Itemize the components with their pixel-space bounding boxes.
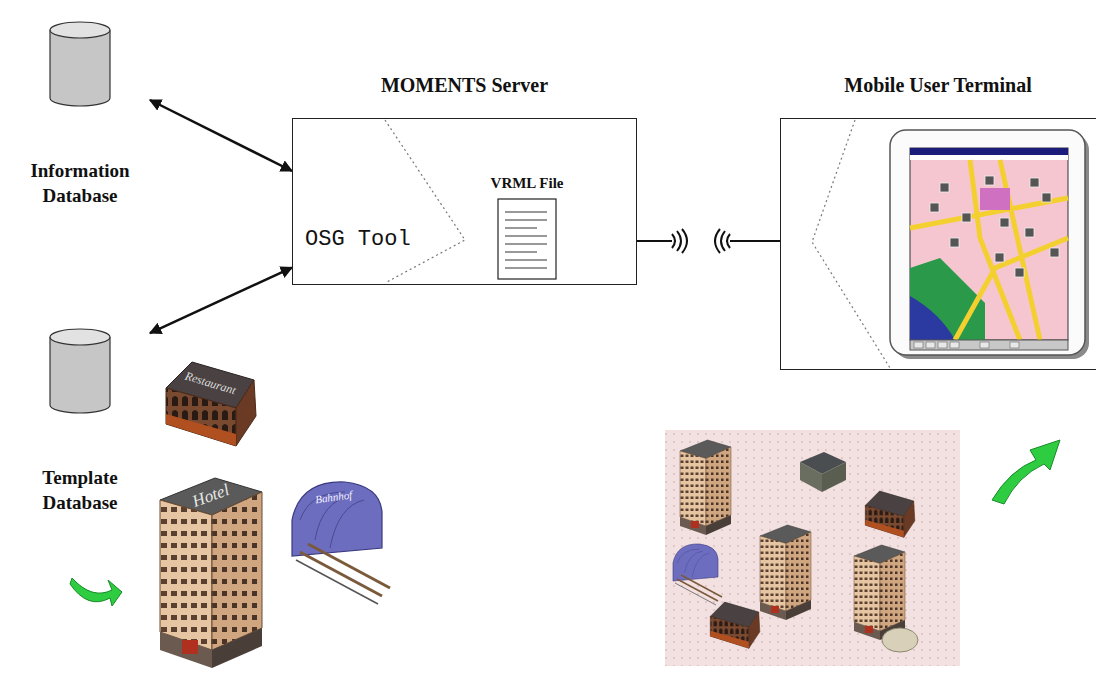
- document-icon: [505, 252, 537, 253]
- handheld-device: [950, 342, 959, 348]
- scene-preview: [822, 462, 846, 492]
- database-cylinder: [10, 325, 150, 417]
- data-arrow: [150, 100, 292, 171]
- template-building: [160, 478, 262, 668]
- handheld-device: [914, 342, 923, 348]
- terminal-box: Mobile User Terminal: [780, 72, 1096, 370]
- green-arrow: [992, 440, 1060, 504]
- handheld-device: [1042, 193, 1051, 202]
- database-cylinder: [10, 18, 150, 110]
- handheld-device: [910, 148, 1068, 340]
- wireless-symbol: [664, 240, 672, 242]
- handheld-device: [995, 253, 1004, 262]
- handheld-device: [1030, 178, 1039, 187]
- scene-preview: [665, 430, 960, 666]
- template-building: [166, 362, 256, 446]
- green-arrow: [70, 578, 122, 606]
- handheld-device: [926, 342, 935, 348]
- scene-preview: [800, 462, 822, 492]
- handheld-device: [910, 258, 985, 340]
- wireless-symbol: [672, 234, 675, 248]
- wireless-symbol: [715, 229, 720, 253]
- handheld-device: [890, 130, 1089, 359]
- handheld-device: [930, 203, 939, 212]
- box-decoration: [292, 118, 637, 285]
- template-building: [160, 362, 390, 668]
- handheld-device: [940, 183, 949, 192]
- document-icon: [505, 228, 537, 229]
- wireless-symbol: [727, 234, 730, 248]
- database-cylinder: [50, 329, 110, 345]
- wireless-symbol: [721, 231, 725, 251]
- document-icon: [505, 268, 547, 269]
- wireless-symbol: [682, 229, 687, 253]
- database-cylinder: [50, 22, 110, 38]
- document-icon: [505, 260, 547, 261]
- database-cylinder: Template Database: [10, 325, 150, 515]
- box-frame: [780, 118, 1096, 370]
- handheld-device: [910, 296, 955, 340]
- box-decoration: [780, 118, 1096, 370]
- server-box: VRML File MOMENTS ServerOSG Tool: [292, 72, 637, 285]
- handheld-device: [910, 148, 1068, 155]
- document-icon: [487, 198, 567, 282]
- handheld-device: [1025, 228, 1034, 237]
- handheld-device: [950, 238, 959, 247]
- database-cylinder: Information Database: [10, 18, 150, 208]
- box-title: MOMENTS Server: [292, 72, 637, 98]
- handheld-device: [910, 340, 1068, 350]
- document-icon: [505, 220, 547, 221]
- data-arrow: [150, 268, 292, 334]
- document-icon: [505, 236, 547, 237]
- tool-label: OSG Tool: [305, 227, 411, 252]
- wireless-symbol: [677, 231, 681, 251]
- handheld-device: [938, 342, 947, 348]
- scene-preview: [665, 430, 960, 666]
- wireless-symbol: [664, 229, 742, 253]
- handheld-device: [1000, 218, 1009, 227]
- document-icon: [498, 199, 556, 279]
- scene-preview: [882, 628, 918, 652]
- scene-preview: [673, 544, 722, 605]
- database-label: Information Database: [10, 158, 150, 208]
- database-cylinder: [50, 30, 110, 106]
- handheld-device: [1010, 342, 1019, 348]
- handheld-device: [980, 188, 1010, 210]
- scene-preview: [710, 602, 760, 648]
- template-building: [292, 482, 390, 604]
- document-icon: VRML File: [487, 175, 567, 283]
- box-title: Mobile User Terminal: [780, 72, 1096, 98]
- scene-preview: [680, 440, 731, 535]
- file-label: VRML File: [487, 175, 567, 192]
- dotted-chevron: [812, 120, 890, 368]
- scene-preview: [760, 525, 811, 620]
- scene-preview: [865, 491, 915, 537]
- handheld-device: [890, 130, 1085, 355]
- dotted-chevron: [385, 120, 465, 283]
- handheld-device: [1015, 268, 1024, 277]
- database-cylinder: [50, 337, 110, 413]
- box-frame: OSG Tool: [292, 118, 637, 285]
- wireless-symbol: [730, 240, 742, 242]
- handheld-device: [962, 213, 971, 222]
- scene-preview: [854, 545, 905, 640]
- wireless-symbol: [668, 230, 740, 252]
- handheld-device: [980, 342, 989, 348]
- document-icon: [505, 212, 547, 213]
- handheld-device: [985, 176, 994, 185]
- handheld-device: [894, 134, 1089, 359]
- handheld-device: [910, 155, 1068, 160]
- database-label: Template Database: [10, 465, 150, 515]
- document-icon: [505, 244, 547, 245]
- scene-preview: [665, 430, 960, 666]
- handheld-device: [1050, 248, 1059, 257]
- handheld-device: [910, 160, 1068, 340]
